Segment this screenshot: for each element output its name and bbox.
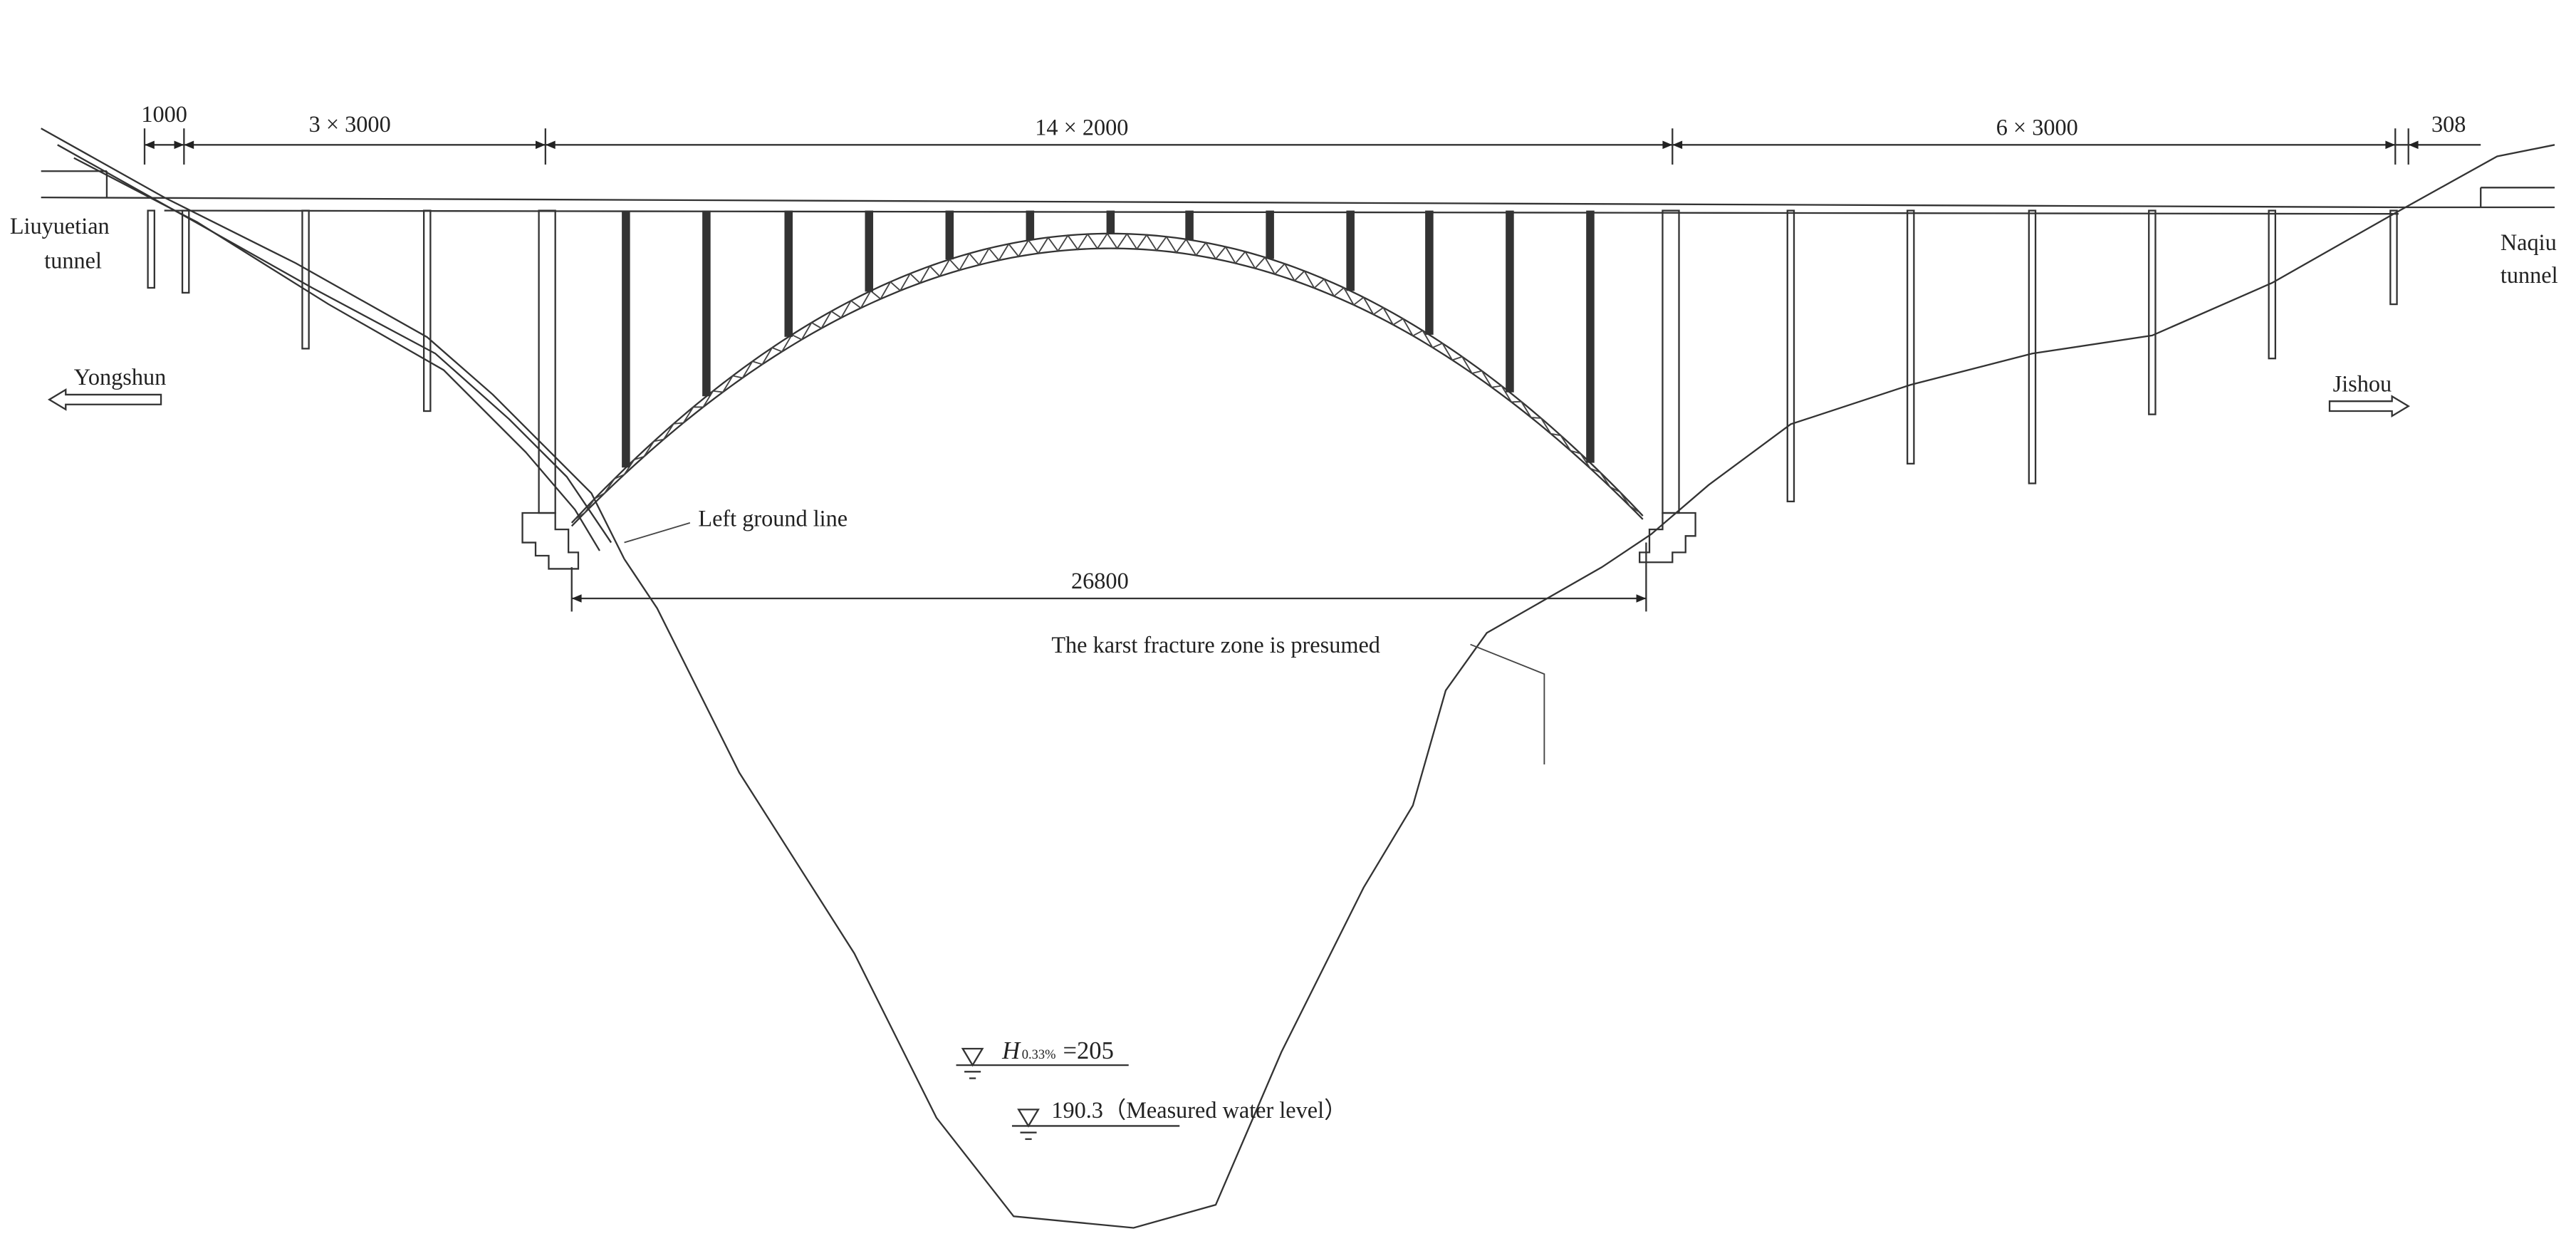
flood-water-level: H 0.33% =205 bbox=[1001, 1037, 1114, 1064]
arrowhead bbox=[2385, 140, 2396, 150]
karst-label: The karst fracture zone is presumed bbox=[1051, 632, 1380, 658]
dim-308: 308 bbox=[2431, 111, 2466, 137]
pier-foundation-right bbox=[1638, 512, 1696, 564]
right-arrow-icon bbox=[2328, 395, 2410, 417]
left-tunnel-label: Liuyuetian bbox=[10, 213, 110, 239]
spandrel-column bbox=[1506, 210, 1514, 393]
main-pier-right bbox=[1662, 209, 1680, 514]
spandrel-column bbox=[622, 210, 630, 468]
measured-water-level: 190.3（Measured water level） bbox=[1051, 1097, 1347, 1123]
arch-lower-chord bbox=[570, 247, 1644, 527]
arrowhead bbox=[545, 140, 556, 150]
arrowhead bbox=[1636, 594, 1647, 603]
left-ground-line-label: Left ground line bbox=[698, 505, 848, 531]
pier-foundation-left bbox=[521, 512, 580, 570]
pier bbox=[181, 209, 190, 294]
pier bbox=[2028, 209, 2037, 484]
left-ground-line bbox=[41, 128, 625, 560]
spandrel-column bbox=[1106, 210, 1115, 234]
spandrel-column bbox=[784, 210, 793, 337]
pier bbox=[301, 209, 310, 350]
right-tunnel-label-2: tunnel bbox=[2501, 262, 2558, 288]
dim-3x3000: 3 × 3000 bbox=[309, 111, 391, 137]
spandrel-column bbox=[1425, 210, 1434, 335]
spandrel-column bbox=[865, 210, 874, 292]
spandrel-column bbox=[702, 210, 711, 397]
bridge-structure bbox=[41, 128, 2555, 1229]
jishou-label: Jishou bbox=[2333, 370, 2392, 396]
dim-6x3000: 6 × 3000 bbox=[1996, 114, 2078, 140]
arrowhead bbox=[536, 140, 546, 150]
leader-line bbox=[624, 521, 691, 544]
karst-leader bbox=[1470, 643, 1545, 764]
measured-level-symbol bbox=[1017, 1109, 1040, 1128]
spandrel-column bbox=[1185, 210, 1194, 240]
right-tunnel-label: Naqiu bbox=[2501, 229, 2557, 255]
pier bbox=[2389, 209, 2398, 306]
pier bbox=[1906, 209, 1915, 464]
spandrel-column bbox=[1266, 210, 1274, 259]
arrowhead bbox=[2408, 140, 2419, 150]
dim-arch-span: 26800 bbox=[1071, 568, 1129, 593]
svg-text:0.33%: 0.33% bbox=[1022, 1047, 1056, 1062]
svg-text:=205: =205 bbox=[1063, 1037, 1113, 1064]
arrowhead bbox=[144, 140, 155, 150]
arch-upper-chord bbox=[570, 232, 1644, 524]
deck-top bbox=[41, 196, 2399, 209]
pier bbox=[147, 209, 155, 289]
pier bbox=[1786, 209, 1795, 503]
ground-profile bbox=[623, 144, 2555, 1229]
pier bbox=[422, 209, 432, 412]
arrowhead bbox=[571, 594, 582, 603]
arch-truss-web bbox=[574, 232, 1640, 520]
arrowhead bbox=[1672, 140, 1683, 150]
arrowhead bbox=[174, 140, 184, 150]
spandrel-column bbox=[1026, 210, 1035, 240]
arrowhead bbox=[184, 140, 194, 150]
spandrel-column bbox=[945, 210, 954, 260]
left-ground-line-3 bbox=[73, 157, 600, 551]
dim-1000: 1000 bbox=[141, 101, 187, 127]
main-pier-left bbox=[538, 209, 556, 514]
dim-14x2000: 14 × 2000 bbox=[1035, 114, 1128, 140]
deck-bottom bbox=[164, 209, 2399, 215]
left-tunnel-label-2: tunnel bbox=[44, 247, 102, 273]
arrowhead bbox=[1662, 140, 1673, 150]
pier bbox=[2148, 209, 2157, 415]
left-arrow-icon bbox=[47, 388, 162, 411]
svg-text:H: H bbox=[1001, 1037, 1021, 1064]
flood-level-symbol bbox=[961, 1047, 984, 1067]
left-ground-line-2 bbox=[57, 144, 612, 544]
spandrel-column bbox=[1586, 210, 1595, 463]
yongshun-label: Yongshun bbox=[74, 364, 167, 390]
spandrel-column bbox=[1346, 210, 1355, 291]
